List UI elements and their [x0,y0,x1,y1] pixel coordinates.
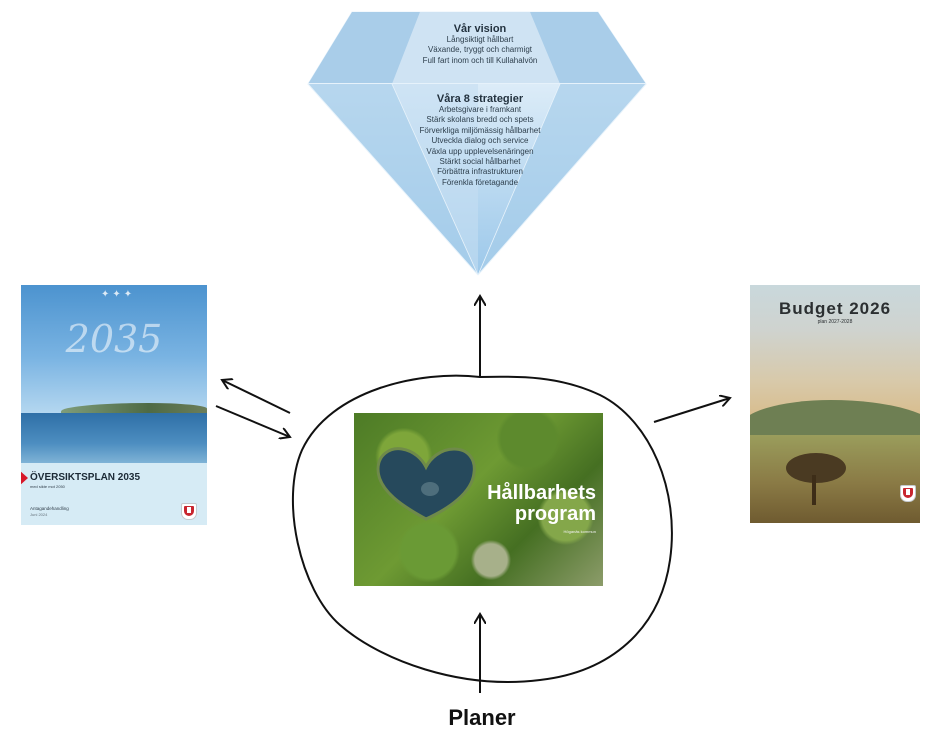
strategy-item: Förbättra infrastrukturen [437,167,523,177]
cover-date: Juni 2024 [30,512,48,517]
cover-status: Antagandehandling [30,506,69,511]
cover-title: Hållbarhets program [476,483,596,525]
strategy-item: Utveckla dialog och service [431,136,529,146]
vision-line: Långsiktigt hållbart [446,35,514,44]
cover-sky [21,285,207,415]
tree-icon [786,453,846,483]
cover-title: ÖVERSIKTSPLAN 2035 [30,472,141,483]
strategy-item: Förenkla företagande [441,177,519,187]
vision-heading: Vår vision [453,23,507,35]
cover-title: Budget 2026 [778,299,892,318]
heart-lake-icon [376,447,476,521]
budget-cover: Budget 2026 plan 2027-2028 [750,285,920,523]
tree-trunk [812,475,816,505]
strategy-item: Förverkliga miljömässig hållbarhet [419,125,541,135]
strategy-item: Stärkt social hållbarhet [439,157,521,167]
red-triangle-icon [21,470,28,486]
stars-icon: ✦✦✦ [101,289,136,300]
cover-footer [21,463,207,525]
vision-line: Full fart inom och till Kullahalvön [422,55,538,65]
planer-label: Planer [448,705,516,730]
strategies-block: Våra 8 strategier Arbetsgivare i framkan… [330,93,630,188]
arrow-to-budget [653,398,730,423]
strategy-item: Arbetsgivare i framkant [438,105,522,114]
vision-line: Växande, tryggt och charmigt [427,45,533,55]
strategy-item: Växla upp upplevelsenäringen [426,146,534,156]
arrow-to-oversiktsplan [222,380,291,414]
coat-of-arms-icon [900,485,916,502]
cover-year: 2035 [65,317,163,361]
arrow-from-oversiktsplan [215,405,290,437]
cover-subtitle: plan 2027-2028 [817,319,853,325]
vision-diamond [307,11,647,276]
cover-subtitle: med sikte mot 2050 [30,484,65,489]
hallbarhetsprogram-cover: Hållbarhets program Höganäs kommun [354,413,603,586]
oversiktsplan-cover: ✦✦✦ 2035 ÖVERSIKTSPLAN 2035 med sikte mo… [21,285,207,525]
cover-subtitle: Höganäs kommun [563,529,596,534]
strategies-heading: Våra 8 strategier [436,93,524,105]
cover-title-line: program [514,503,596,525]
coat-of-arms-icon [181,503,197,520]
vision-block: Vår vision Långsiktigt hållbart Växande,… [330,23,630,66]
strategy-item: Stärk skolans bredd och spets [426,115,534,125]
cover-sea [21,413,207,463]
process-loop [291,374,673,683]
cover-title-line: Hållbarhets [487,482,596,504]
